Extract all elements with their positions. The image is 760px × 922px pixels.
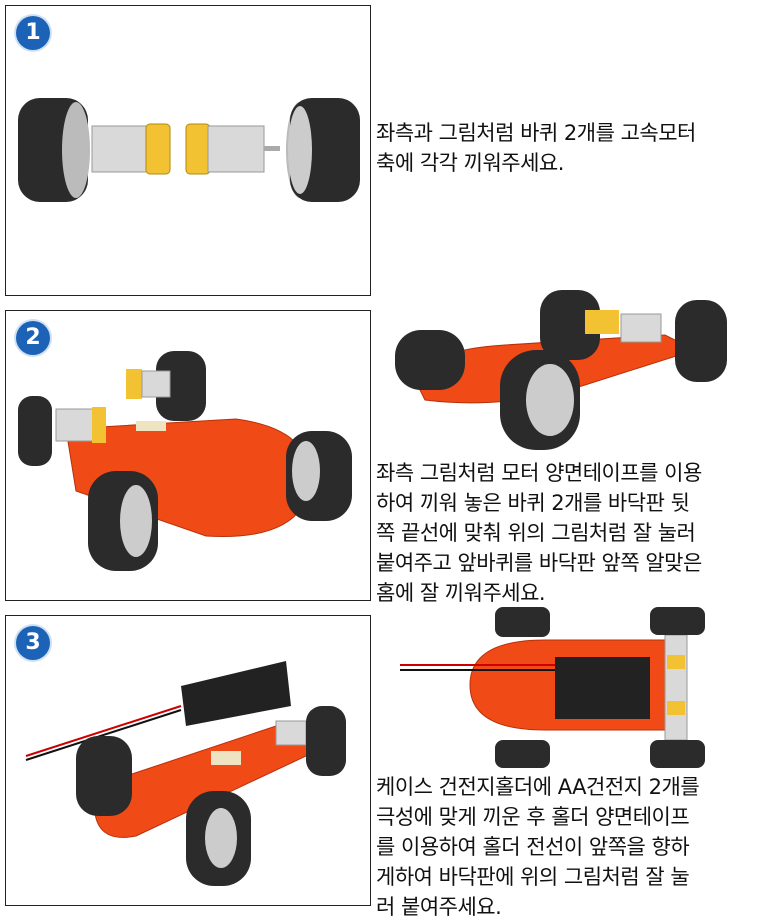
instruction-line: 하여 끼워 놓은 바퀴 2개를 바닥판 뒷 xyxy=(376,491,690,515)
step-number-badge: 3 xyxy=(16,626,50,660)
instruction-line: 홈에 잘 끼워주세요. xyxy=(376,581,546,605)
instruction-line: 케이스 건전지홀더에 AA건전지 2개를 xyxy=(376,775,700,799)
instruction-line: 를 이용하여 홀더 전선이 앞쪽을 향하 xyxy=(376,835,690,859)
step-number-badge: 1 xyxy=(16,16,50,50)
instruction-line: 붙여주고 앞바퀴를 바닥판 앞쪽 알맞은 xyxy=(376,551,702,575)
wheel-motor-illustration xyxy=(18,98,360,202)
battery-holder-illustration xyxy=(25,661,346,886)
instruction-line: 러 붙여주세요. xyxy=(376,895,502,919)
instruction-line: 게하여 바닥판에 위의 그림처럼 잘 눌 xyxy=(376,865,690,889)
step-3-instructions: 케이스 건전지홀더에 AA건전지 2개를 극성에 맞게 끼운 후 홀더 양면테이… xyxy=(376,772,700,922)
step-2-result-illustration xyxy=(395,290,727,450)
step-2-instructions: 좌측 그림처럼 모터 양면테이프를 이용 하여 끼워 놓은 바퀴 2개를 바닥판… xyxy=(376,458,702,608)
instruction-line: 축에 각각 끼워주세요. xyxy=(376,151,564,175)
board-assembly-illustration xyxy=(18,351,352,571)
step-3-topview-illustration xyxy=(400,607,705,768)
instruction-line: 쪽 끝선에 맞춰 위의 그림처럼 잘 눌러 xyxy=(376,521,696,545)
step-1-panel: 1 xyxy=(5,5,371,296)
instruction-line: 극성에 맞게 끼운 후 홀더 양면테이프 xyxy=(376,805,690,829)
step-1-instructions: 좌측과 그림처럼 바퀴 2개를 고속모터 축에 각각 끼워주세요. xyxy=(376,118,696,178)
instruction-line: 좌측과 그림처럼 바퀴 2개를 고속모터 xyxy=(376,121,696,145)
step-number-badge: 2 xyxy=(16,321,50,355)
step-3-panel: 3 xyxy=(5,615,371,906)
step-2-panel: 2 xyxy=(5,310,371,601)
instruction-line: 좌측 그림처럼 모터 양면테이프를 이용 xyxy=(376,461,702,485)
